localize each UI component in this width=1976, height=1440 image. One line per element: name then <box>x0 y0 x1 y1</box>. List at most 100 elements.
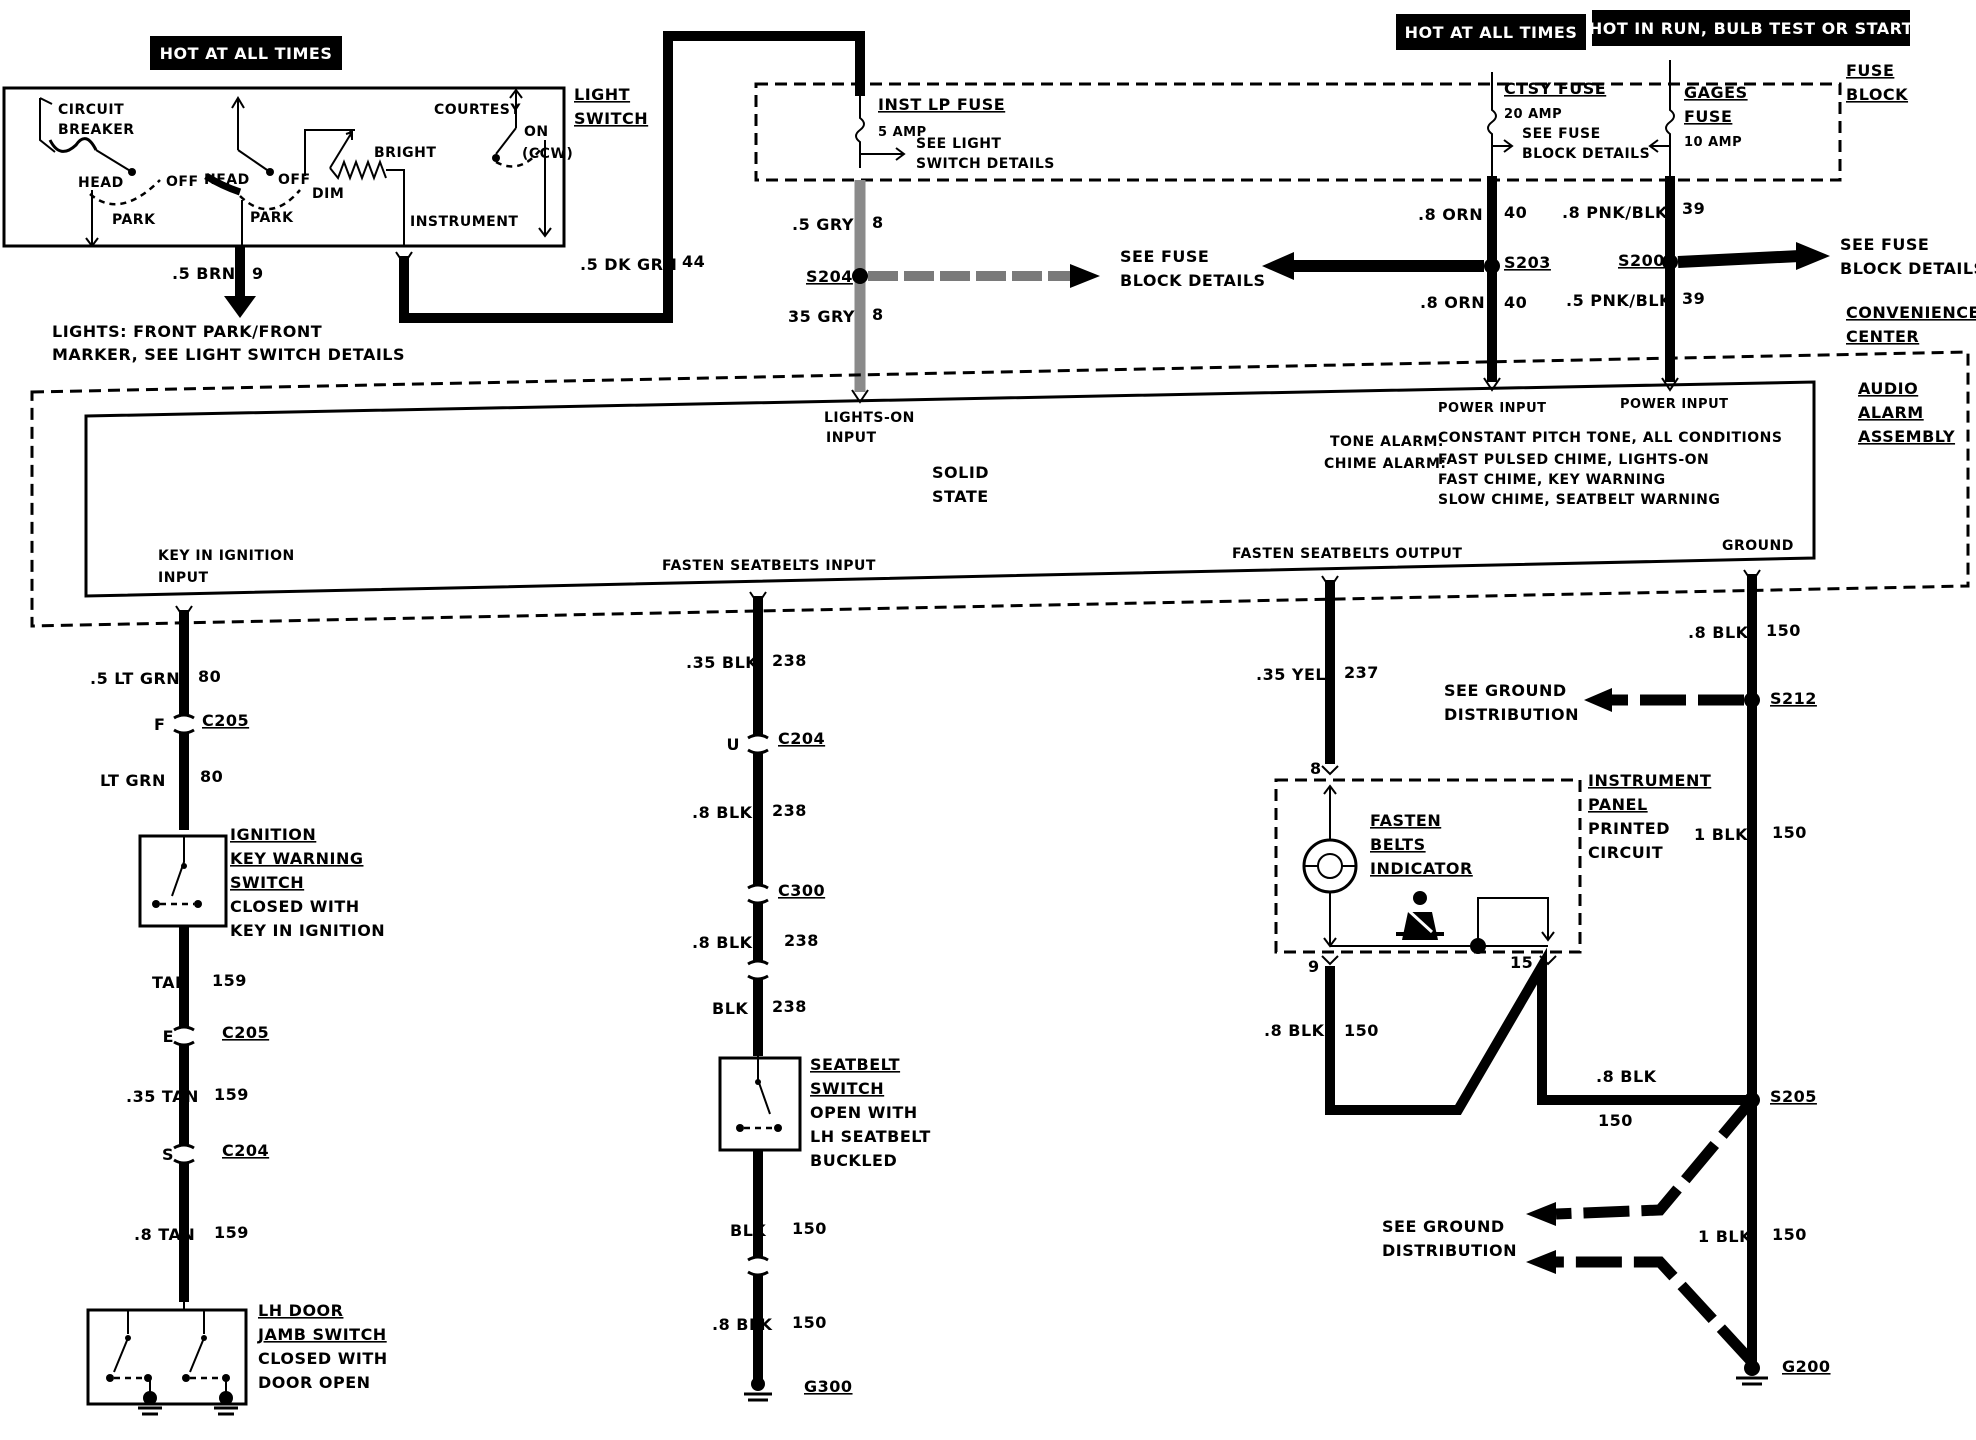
ground-icon <box>138 1391 162 1416</box>
wire-number: 150 <box>1772 1225 1807 1244</box>
pin-label: 8 <box>1310 759 1322 778</box>
ipc-label: CIRCUIT <box>1588 843 1663 862</box>
park-dashed-link <box>239 189 301 211</box>
wire-number: 159 <box>214 1223 249 1242</box>
wire-label: .35 BLK <box>686 653 758 672</box>
inst-lp-fuse-label: INST LP FUSE <box>878 95 1005 114</box>
head-switch-lead <box>231 96 245 150</box>
see-detail: SEE LIGHT <box>916 136 1001 152</box>
wire-number: 8 <box>872 305 884 324</box>
wire-label: .5 LT GRN <box>90 669 180 688</box>
solid-state-label: STATE <box>932 487 989 506</box>
connector-icon <box>175 605 193 620</box>
wire-label: TAN <box>152 973 189 992</box>
badge-text: HOT AT ALL TIMES <box>160 44 333 63</box>
fasten-seatbelts-input: FASTEN SEATBELTS INPUT <box>662 558 876 574</box>
bright-label: BRIGHT <box>374 145 436 161</box>
light-switch: LIGHT SWITCH CIRCUIT BREAKER HEAD OFF HE… <box>2 85 648 248</box>
switch-blade <box>171 836 185 897</box>
gry-wire: .5 GRY 8 S204 35 GRY 8 SEE FUSE BLOCK DE… <box>788 180 1265 404</box>
wire-label: .5 PNK/BLK <box>1566 291 1672 310</box>
wire-label: .8 PNK/BLK <box>1562 203 1668 222</box>
park-label: PARK <box>112 212 156 228</box>
hot-at-all-times-badge-left: HOT AT ALL TIMES <box>150 36 342 70</box>
seatbelt-switch-label: OPEN WITH <box>810 1103 918 1122</box>
badge-text: HOT IN RUN, BULB TEST OR START <box>1589 19 1913 38</box>
wire-label: 1 BLK <box>1698 1227 1752 1246</box>
wire-number: 80 <box>200 767 223 786</box>
arrow-left-icon <box>1262 252 1294 280</box>
indicator-label: INDICATOR <box>1370 859 1473 878</box>
wire-number: 9 <box>252 264 264 283</box>
wire-number: 150 <box>792 1219 827 1238</box>
wire-number: 39 <box>1682 289 1705 308</box>
connector-icon <box>395 251 413 266</box>
lights-destination: LIGHTS: FRONT PARK/FRONT <box>52 322 322 341</box>
connector-icon <box>1321 955 1339 966</box>
breaker-arrow <box>39 97 53 120</box>
seatbelt-switch <box>718 1056 802 1152</box>
splice-label: S204 <box>806 267 853 286</box>
arrow-left-icon <box>1584 688 1612 712</box>
courtesy-contact <box>495 127 517 155</box>
park-label: PARK <box>250 210 294 226</box>
gages-fuse-label: FUSE <box>1684 107 1732 126</box>
connector-pin: S <box>162 1145 174 1164</box>
seatbelt-switch-label: BUCKLED <box>810 1151 897 1170</box>
head-arrow <box>85 190 99 248</box>
switch-label: CLOSED WITH <box>230 897 360 916</box>
connector-icon <box>1483 377 1501 392</box>
hot-in-run-badge: HOT IN RUN, BULB TEST OR START <box>1589 10 1913 46</box>
connector-label: C205 <box>202 711 249 730</box>
head-switch-contact <box>237 149 271 173</box>
ctsy-fuse-label: CTSY FUSE <box>1504 79 1606 98</box>
wire-number: 159 <box>212 971 247 990</box>
door-switch-label: LH DOOR <box>258 1301 343 1320</box>
fuse-rating: 5 AMP <box>878 125 927 140</box>
switch-label: IGNITION <box>230 825 316 844</box>
arrow-left-icon <box>1526 1202 1556 1226</box>
indicator-lead <box>1323 784 1337 840</box>
wire-number: 150 <box>1772 823 1807 842</box>
connector-icon <box>1661 377 1679 392</box>
splice-label: S212 <box>1770 689 1817 708</box>
connector-icon <box>1321 765 1339 776</box>
solid-state-module <box>84 380 1816 598</box>
chime-alarm-label: CHIME ALARM: <box>1324 456 1446 472</box>
see-detail: SEE FUSE <box>1522 126 1601 142</box>
ground-g200-label: G200 <box>1782 1357 1831 1376</box>
switch-dashed-link <box>89 179 161 206</box>
convenience-center-label: CENTER <box>1846 327 1919 346</box>
chime-alarm-desc: FAST CHIME, KEY WARNING <box>1438 472 1666 488</box>
door-switch-label: CLOSED WITH <box>258 1349 388 1368</box>
instrument-label: INSTRUMENT <box>410 214 518 230</box>
switch-label: KEY IN IGNITION <box>230 921 385 940</box>
wire-number: 40 <box>1504 203 1527 222</box>
orn-wire: .8 ORN 40 S203 .8 ORN 40 <box>1262 176 1550 392</box>
arrow-left-icon <box>1526 1250 1556 1274</box>
tone-alarm-desc: CONSTANT PITCH TONE, ALL CONDITIONS <box>1438 430 1782 446</box>
fuse-arrow <box>860 147 906 161</box>
indicator-label: BELTS <box>1370 835 1426 854</box>
seatbelt-switch-label: LH SEATBELT <box>810 1127 931 1146</box>
switch-contact <box>95 149 133 173</box>
ground-icon <box>744 1377 772 1402</box>
wire-number: 238 <box>772 997 807 1016</box>
lights-destination: MARKER, SEE LIGHT SWITCH DETAILS <box>52 345 405 364</box>
gages-fuse-icon <box>1665 60 1675 176</box>
solid-state-label: SOLID <box>932 463 989 482</box>
fuse-block-title: BLOCK <box>1846 85 1908 104</box>
lights-on-input-label: LIGHTS-ON <box>824 410 915 426</box>
splice-s200 <box>1662 254 1678 270</box>
badge-text: HOT AT ALL TIMES <box>1405 23 1578 42</box>
door-switch-label: DOOR OPEN <box>258 1373 371 1392</box>
arrow-right-icon <box>1796 242 1830 270</box>
connector-c204-icon <box>747 733 769 755</box>
ipc-label: PANEL <box>1588 795 1648 814</box>
see-ground-distribution: SEE GROUND <box>1444 681 1567 700</box>
switch-label: KEY WARNING <box>230 849 363 868</box>
wire-label: .8 BLK <box>1688 623 1749 642</box>
audio-alarm-title: ALARM <box>1858 403 1924 422</box>
switch-label: SWITCH <box>230 873 304 892</box>
wire-number: 237 <box>1344 663 1379 682</box>
